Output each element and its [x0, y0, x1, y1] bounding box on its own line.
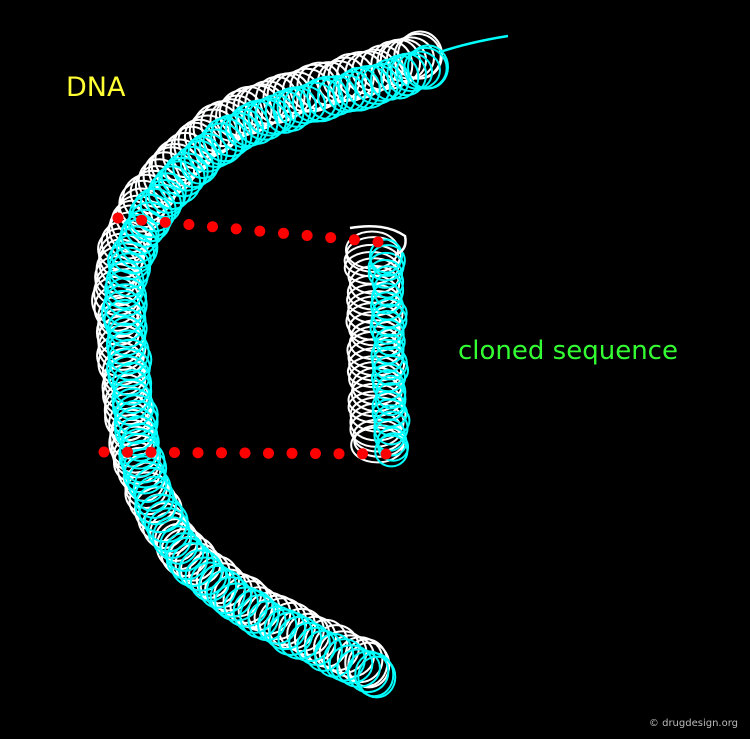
helix-coil — [313, 624, 360, 672]
cut-dot — [301, 230, 313, 241]
helix-coil — [369, 238, 403, 274]
helix-coil — [184, 556, 228, 596]
helix-coil — [219, 112, 260, 152]
helix-coil — [257, 605, 298, 645]
cut-dot — [112, 212, 124, 224]
cut-dot — [380, 448, 392, 460]
cut-dot — [136, 214, 148, 226]
cut-dot — [278, 227, 289, 239]
cut-dot — [372, 236, 384, 248]
helix-coil — [210, 114, 253, 158]
cut-dot — [254, 225, 266, 237]
helix-coil — [357, 655, 397, 699]
helix-coil — [158, 160, 202, 205]
helix-coil — [214, 582, 259, 622]
cut-dot — [325, 232, 337, 244]
cut-dot — [357, 448, 368, 460]
helix-coil — [107, 308, 148, 349]
cut-dot — [239, 447, 251, 459]
dna-label: DNA — [66, 72, 126, 103]
helix-coil — [122, 448, 168, 489]
helix-coil — [134, 485, 178, 526]
helix-coil — [222, 575, 270, 624]
helix-coil — [369, 310, 405, 345]
helix-coil — [373, 410, 409, 446]
cloned-sequence-label: cloned sequence — [458, 336, 678, 366]
helix-coil — [372, 354, 410, 386]
helix-coil — [152, 165, 194, 210]
helix-coil — [177, 118, 222, 163]
helix-coil — [374, 434, 409, 468]
helix-coil — [346, 650, 390, 694]
helix-coil — [108, 246, 152, 289]
helix-coil — [264, 89, 305, 134]
helix-coil — [380, 54, 420, 100]
cut-dot — [333, 448, 345, 460]
cut-dot — [310, 448, 321, 459]
helix-coil — [107, 241, 152, 281]
helix-coil — [377, 432, 410, 462]
helix-coil — [288, 621, 331, 663]
helix-coil — [113, 399, 159, 445]
cut-dot — [159, 216, 171, 228]
helix-coil — [195, 555, 240, 605]
cut-dot — [122, 446, 133, 458]
helix-coil — [282, 85, 327, 125]
helix-coil — [371, 265, 405, 299]
cut-line-bottom — [98, 446, 392, 460]
cut-dot — [230, 223, 242, 235]
helix-coil — [354, 64, 399, 105]
cut-dot — [348, 234, 360, 246]
helix-coil — [323, 638, 366, 682]
cut-dot — [98, 446, 110, 458]
cut-dot — [145, 446, 157, 458]
helix-coil — [247, 97, 292, 137]
cloned-strand-end-hook — [349, 225, 407, 257]
helix-coil — [263, 608, 307, 651]
helix-coil — [386, 52, 428, 97]
helix-coil — [108, 252, 149, 298]
helix-coil — [389, 52, 434, 93]
cut-dot — [183, 219, 195, 230]
copyright-notice: © drugdesign.org — [648, 718, 738, 729]
cut-dot — [263, 447, 274, 459]
helix-coil — [111, 361, 153, 406]
helix-coil — [97, 294, 142, 339]
cut-dot — [286, 447, 298, 459]
helix-coil — [164, 532, 205, 572]
cut-dot — [192, 447, 204, 459]
cloned-strand-cyan — [367, 238, 411, 468]
helix-coil — [159, 525, 199, 565]
helix-coil — [354, 652, 395, 698]
helix-coil — [223, 586, 268, 628]
cut-dot — [207, 221, 218, 233]
helix-coil — [106, 348, 151, 388]
helix-coil — [124, 208, 166, 248]
helix-coil — [303, 629, 343, 672]
cut-line-top — [112, 212, 384, 248]
helix-coil — [116, 225, 159, 270]
helix-coil — [370, 338, 405, 374]
cut-dot — [169, 447, 180, 458]
dna-strand-cyan — [101, 44, 449, 699]
helix-coil — [132, 466, 172, 512]
helix-coil — [193, 128, 238, 168]
dna-strand-end-tail — [439, 34, 509, 54]
helix-coil — [104, 269, 145, 310]
helix-coil — [198, 564, 238, 609]
helix-coil — [367, 251, 405, 282]
cut-dot — [216, 447, 227, 459]
helix-coil — [170, 542, 215, 588]
